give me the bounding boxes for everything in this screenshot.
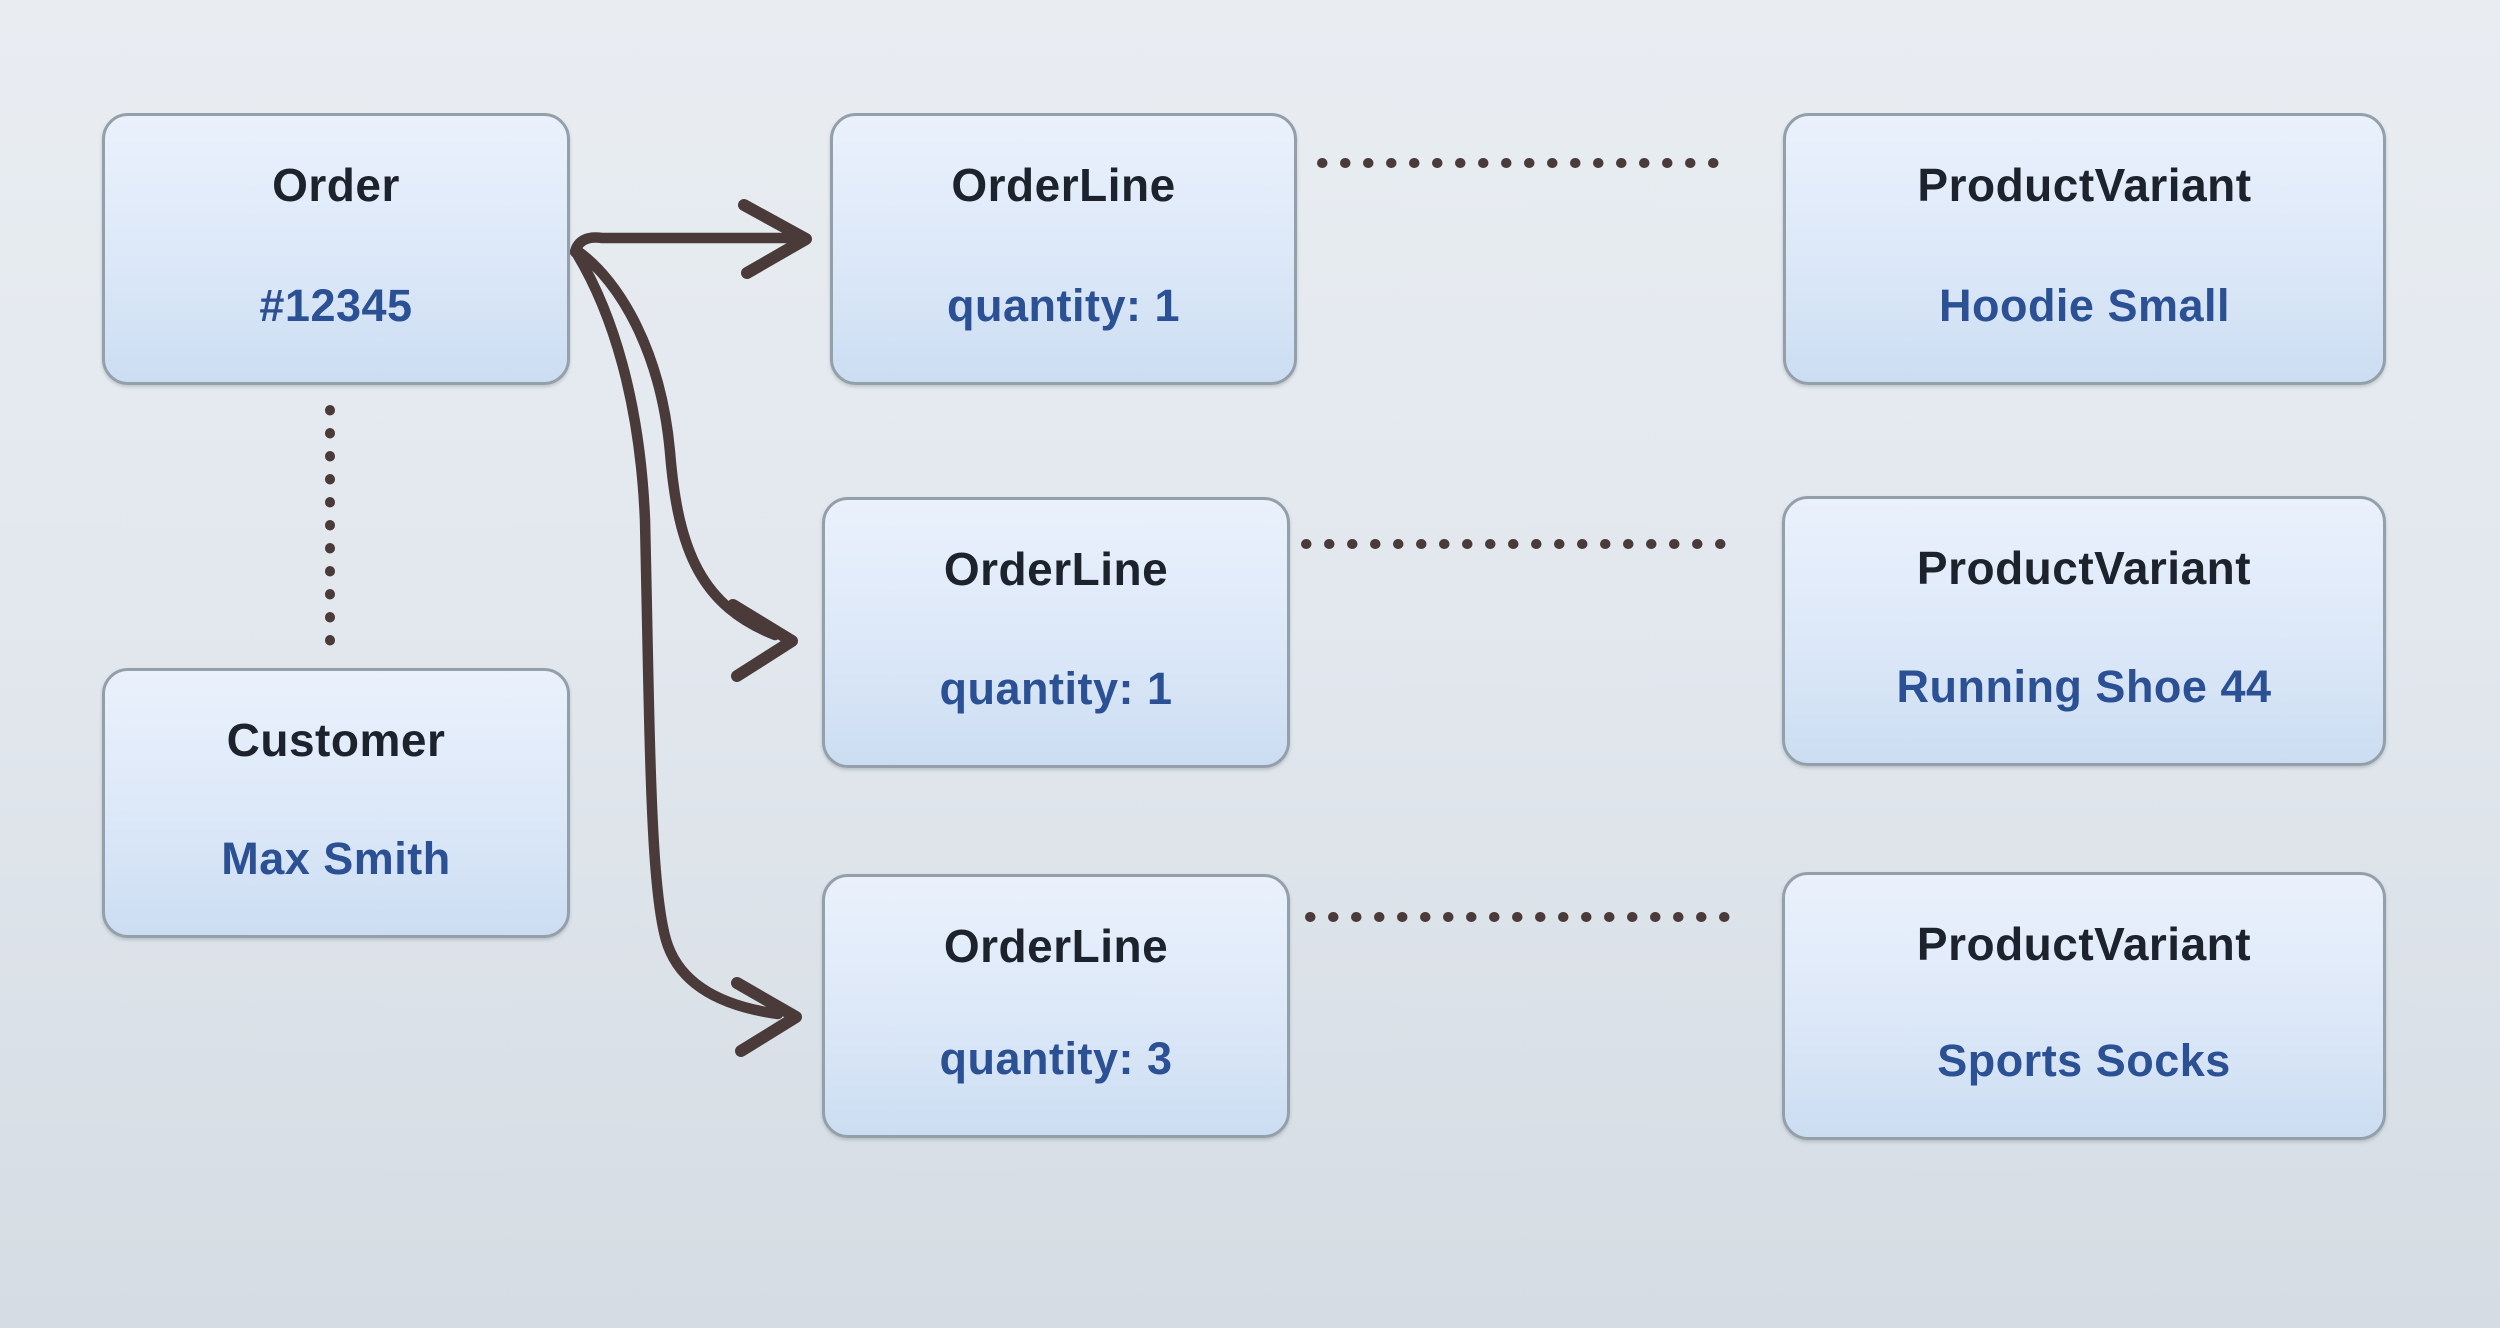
node-orderline-2-value: quantity: 1 [939,663,1173,714]
node-productvariant-3-value: Sports Socks [1937,1035,2231,1086]
node-productvariant-3-title: ProductVariant [1916,918,2252,970]
node-productvariant-1: ProductVariant Hoodie Small [1783,113,2386,385]
node-orderline-2: OrderLine quantity: 1 [822,497,1290,768]
node-productvariant-2: ProductVariant Running Shoe 44 [1782,496,2386,766]
node-customer: Customer Max Smith [102,668,570,938]
node-productvariant-2-title: ProductVariant [1916,542,2252,594]
node-orderline-1-value: quantity: 1 [946,280,1180,331]
node-orderline-1-title: OrderLine [951,159,1176,211]
node-order: Order #12345 [102,113,570,385]
edge-order-orderline1 [569,199,812,279]
node-productvariant-1-title: ProductVariant [1917,159,2252,211]
edge-order-orderline2 [573,246,798,682]
node-productvariant-3: ProductVariant Sports Socks [1782,872,2386,1140]
node-customer-title: Customer [226,714,446,766]
node-orderline-3-value: quantity: 3 [939,1033,1173,1084]
node-orderline-3-title: OrderLine [943,920,1169,972]
node-orderline-3: OrderLine quantity: 3 [822,874,1290,1138]
node-order-value: #12345 [259,280,413,331]
node-productvariant-1-value: Hoodie Small [1938,280,2231,331]
node-productvariant-2-value: Running Shoe 44 [1896,661,2272,712]
node-customer-value: Max Smith [221,833,451,884]
node-orderline-1: OrderLine quantity: 1 [830,113,1297,385]
node-orderline-2-title: OrderLine [943,543,1169,595]
node-order-title: Order [272,159,400,211]
edge-order-orderline3 [571,248,802,1057]
